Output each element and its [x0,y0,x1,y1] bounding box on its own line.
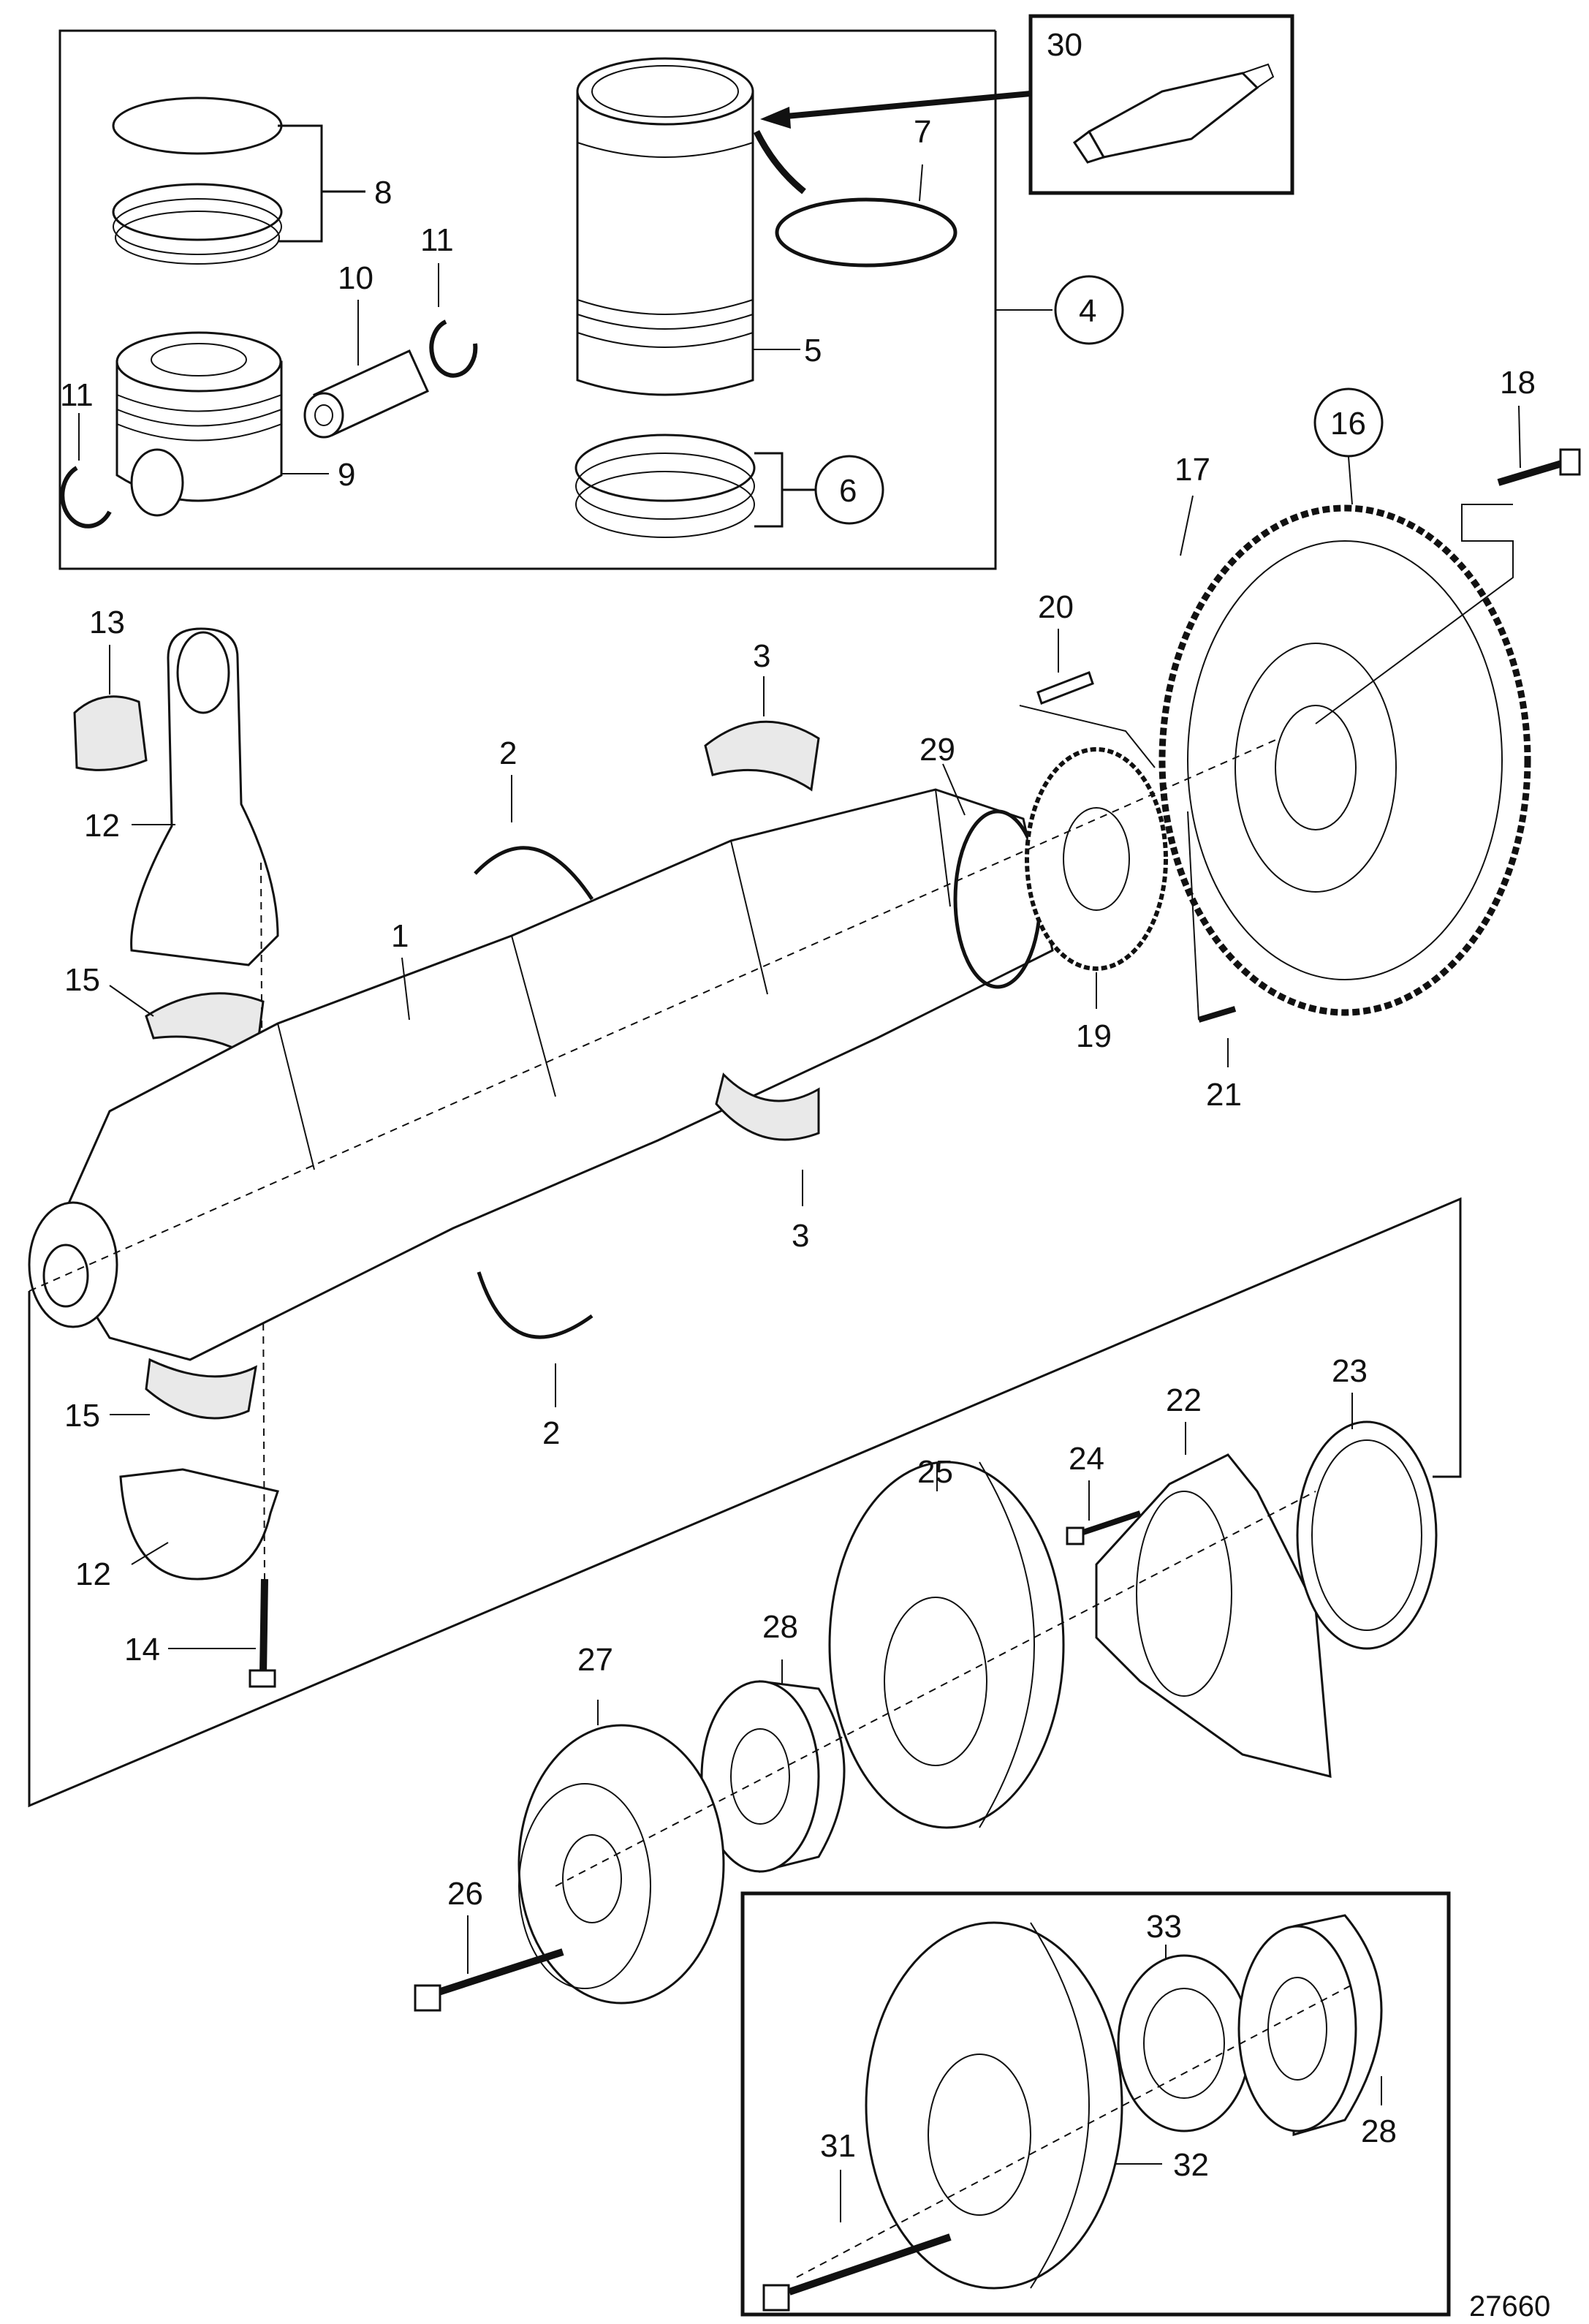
callout-3-lower: 3 [792,1218,809,1254]
callout-12-lower: 12 [75,1556,111,1592]
callout-6-circle [814,455,884,525]
inset-damper-part [865,1921,1123,2290]
thrust-washer-upper-part [474,846,594,901]
rod-bearing-upper-part [145,992,265,1062]
callout-7: 7 [914,114,931,150]
callout-29: 29 [919,732,955,768]
callout-16: 16 [1330,406,1366,442]
dowel-pin-part [1036,671,1094,705]
callout-23: 23 [1332,1353,1368,1389]
inset-spacer-part [1117,1954,1251,2132]
oil-seal-part [1296,1420,1438,1650]
flywheel-bolt-part [1497,448,1581,486]
callout-11-left: 11 [60,377,94,413]
hub-part [700,1680,846,1873]
callout-28-main: 28 [762,1609,798,1645]
callout-15-upper: 15 [64,962,100,998]
alternative-damper-inset-box [740,1891,1451,2317]
piston-liner-group-frame [58,29,997,570]
inset-bolt-part [762,2233,952,2312]
callout-11-right: 11 [420,222,454,258]
callout-32: 32 [1173,2147,1209,2183]
callout-24: 24 [1069,1441,1104,1477]
callout-21: 21 [1206,1077,1242,1113]
crank-axis-line [29,738,1280,1292]
callout-9: 9 [338,457,355,493]
belt-pulley-part [517,1724,725,2005]
callout-27: 27 [577,1642,613,1678]
callout-30: 30 [1047,27,1082,63]
cover-screw-part [1066,1510,1142,1545]
callout-12-upper: 12 [84,808,120,844]
callout-16-circle [1313,387,1384,458]
callout-17: 17 [1175,452,1210,488]
callout-19: 19 [1076,1018,1112,1054]
callout-33: 33 [1146,1909,1182,1945]
cylinder-liner-part [576,57,754,396]
circlip-left-part [60,466,112,529]
rod-bolt-part [249,1578,276,1688]
piston-pin-part [303,349,429,439]
sealant-tube-part [1072,63,1275,164]
callout-31: 31 [820,2128,856,2164]
callout-13: 13 [89,605,125,640]
flywheel-part [1158,504,1531,1016]
circlip-right-part [429,319,478,378]
callout-28-inset: 28 [1361,2113,1397,2149]
callout-3-upper: 3 [753,638,770,674]
callout-5: 5 [804,333,822,368]
callout-4: 4 [1079,293,1096,329]
callout-20: 20 [1038,589,1074,625]
thrust-washer-lower-part [477,1271,593,1339]
flywheel-housing-screw-part [1197,1006,1237,1023]
piston-rings-part [112,96,283,265]
callout-4-circle [1054,275,1124,345]
piston-part [115,331,283,517]
callout-18: 18 [1500,365,1536,401]
crankshaft-part [28,788,1054,1361]
small-end-bushing-part [73,695,148,771]
front-axis-line [555,1491,1316,1887]
callout-10: 10 [338,260,373,296]
liner-seal-rings-part [574,434,756,538]
callout-1: 1 [391,918,409,954]
main-bearing-upper-part [704,720,820,792]
callout-25: 25 [917,1454,953,1490]
callout-15-lower: 15 [64,1398,100,1434]
figure-number: 27660 [1469,2290,1550,2323]
callout-22: 22 [1166,1382,1202,1418]
crankshaft-gear-part [1025,747,1168,971]
callout-8: 8 [374,175,392,211]
callout-26: 26 [447,1876,483,1912]
inset-hub-part [1237,1914,1383,2136]
main-bearing-lower-part [715,1072,820,1141]
callout-group: 1 2 2 3 3 4 5 6 7 8 9 10 [60,27,1536,2222]
timing-cover-part [1095,1453,1332,1778]
callout-6: 6 [839,473,857,509]
connecting-rod-part [130,627,279,966]
sealant-arrow [760,91,1031,129]
callout-14: 14 [124,1632,160,1668]
callout-2-lower: 2 [542,1415,560,1451]
connecting-rod-cap-part [119,1468,279,1581]
callout-2-upper: 2 [499,735,517,771]
pulley-bolt-part [414,1948,564,2012]
sealant-inset-box [1028,14,1294,195]
vibration-damper-part [828,1461,1065,1829]
rod-bearing-lower-part [145,1358,257,1420]
front-pulley-group-frame [28,1197,1462,1808]
liner-seal-part [753,129,957,268]
